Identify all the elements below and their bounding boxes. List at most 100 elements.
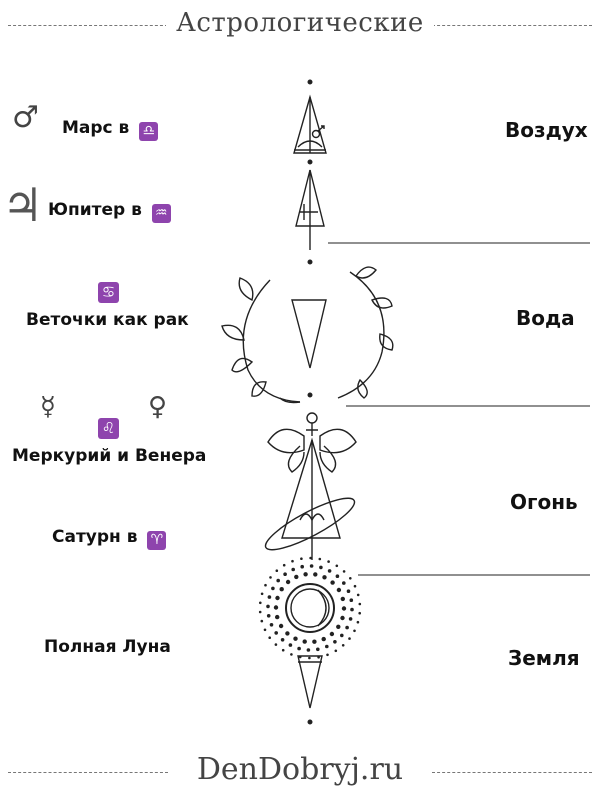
halo-dot [268,636,272,639]
halo-dot [291,567,296,572]
footer-divider-left [8,772,168,773]
halo-dot [306,648,311,652]
halo-dot [267,595,272,599]
halo-dot [279,587,284,592]
halo-dot [353,584,357,588]
halo-dot [293,636,298,641]
halo-dot [274,643,278,646]
halo-dot [274,631,279,635]
halo-dot [341,644,345,647]
halo-dot [269,576,272,579]
halo-dot [340,596,345,602]
mars-glyph-icon: ♂ [12,100,39,135]
halo-dot [297,646,301,651]
halo-dot [266,604,270,609]
label-saturn-text: Сатурн в [52,527,138,547]
halo-dot [303,572,308,577]
element-air: Воздух [505,118,588,142]
halo-dot [342,581,346,585]
aquarius-sign-icon: ♒ [151,204,171,223]
header-bar: Астрологические [0,8,600,42]
halo-dot [300,557,303,560]
halo-dot [309,556,312,560]
halo-dot [334,649,338,653]
libra-sign-icon: ♎ [139,122,159,141]
halo-dot [335,564,339,568]
halo-dot [273,605,279,610]
aries-sign-icon: ♈ [147,531,167,550]
halo-dot [271,586,275,591]
halo-dot [266,614,271,618]
halo-dot [260,619,264,623]
halo-dot [356,620,360,624]
halo-dot [288,643,293,647]
halo-dot [333,640,337,644]
halo-dot [281,648,285,652]
label-mercury-venus: Меркурий и Венера [12,446,207,466]
label-jupiter-text: Юпитер в [48,200,142,220]
halo-dot [275,595,280,601]
halo-dot [275,569,279,572]
halo-dot [353,629,356,633]
halo-dot [327,569,332,573]
halo-dot [308,656,311,660]
halo-dot [325,644,329,649]
halo-dot [313,572,318,577]
halo-dot [291,559,294,563]
halo-dot [260,592,264,596]
label-saturn: Сатурн в ♈ [52,527,167,550]
halo-dot [358,602,362,606]
header-divider-right [432,25,592,26]
halo-dot [345,625,349,630]
halo-dot [280,638,285,642]
halo-dot [321,636,326,642]
page-title: Астрологические [0,8,600,38]
halo-dot [263,628,267,632]
header-divider-left [8,25,168,26]
venus-glyph-icon: ♀ [148,392,168,422]
halo-dot [264,583,267,587]
label-branches: Веточки как рак [26,310,189,330]
halo-dot [283,572,287,576]
site-watermark: DenDobryj.ru [0,752,600,787]
full-moon-icon [285,583,335,633]
halo-dot [316,647,320,652]
halo-dot [340,615,345,621]
label-jupiter: Юпитер в ♒ [48,200,171,223]
axis-dot [307,159,313,165]
mars-triangle-icon [293,94,327,154]
axis-dot [307,392,313,398]
halo-dot [327,560,330,563]
element-fire: Огонь [510,490,578,514]
halo-dot [336,624,341,629]
element-water: Вода [516,306,575,330]
halo-dot [269,623,274,627]
halo-dot [278,623,284,629]
halo-dot [356,593,360,597]
halo-dot [348,617,353,621]
halo-dot [336,587,342,593]
halo-dot [300,564,305,569]
halo-dot [335,574,340,578]
axis-dot [307,719,313,725]
halo-dot [276,578,281,583]
cancer-sign-icon: ♋ [98,282,119,303]
label-full-moon: Полная Луна [44,637,171,657]
label-mars-text: Марс в [62,118,130,138]
footer-bar: DenDobryj.ru [0,752,600,792]
jupiter-triangle-icon [295,169,325,250]
halo-dot [349,598,354,602]
halo-dot [294,574,299,580]
halo-dot [349,577,352,580]
element-earth: Земля [508,646,580,670]
earth-triangle-icon [297,655,323,709]
halo-dot [322,575,327,580]
wreath-icon [221,266,394,404]
footer-divider-right [432,772,592,773]
mercury-glyph-icon: ☿ [40,392,56,422]
halo-dot [340,633,344,638]
halo-dot [350,607,354,612]
halo-dot [330,580,335,585]
axis-dot [307,79,313,85]
